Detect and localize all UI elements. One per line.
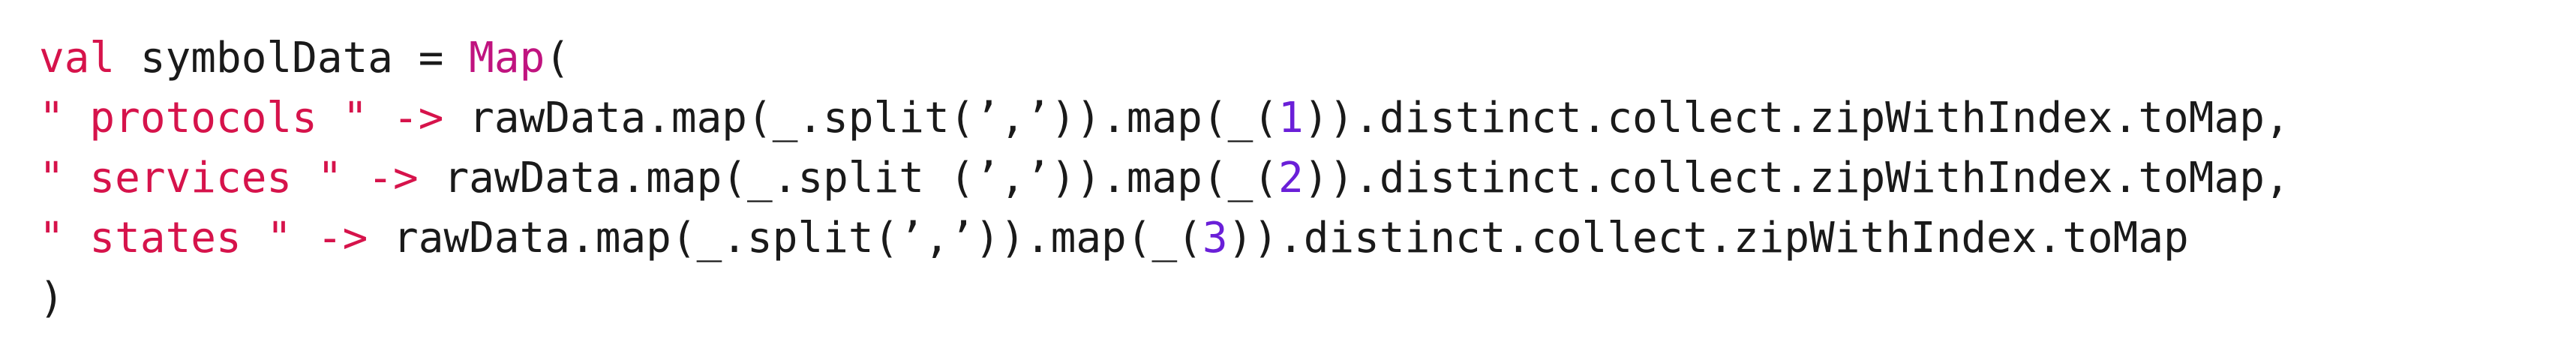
code-line-1: val symbolData = Map( (39, 28, 2576, 88)
arrow-operator: -> (368, 94, 470, 142)
close-paren: ) (39, 274, 65, 322)
code-line-4: " states " -> rawData.map(_.split(’,’)).… (39, 208, 2576, 268)
expression-prefix: rawData.map(_.split(’,’)).map(_( (393, 214, 1202, 262)
expression-prefix: rawData.map(_.split (’,’)).map(_( (443, 154, 1279, 202)
arrow-operator: -> (292, 214, 394, 262)
expression-suffix: )).distinct.collect.zipWithIndex.toMap, (1303, 94, 2290, 142)
code-line-5: ) (39, 268, 2576, 328)
string-services: " services " (39, 154, 343, 202)
expression-prefix: rawData.map(_.split(’,’)).map(_( (469, 94, 1279, 142)
code-line-3: " services " -> rawData.map(_.split (’,’… (39, 148, 2576, 208)
code-line-2: " protocols " -> rawData.map(_.split(’,’… (39, 88, 2576, 148)
number-literal: 2 (1278, 154, 1304, 202)
expression-suffix: )).distinct.collect.zipWithIndex.toMap, (1303, 154, 2290, 202)
expression-suffix: )).distinct.collect.zipWithIndex.toMap (1227, 214, 2189, 262)
type-map: Map (469, 34, 545, 82)
number-literal: 3 (1202, 214, 1228, 262)
open-paren: ( (545, 34, 571, 82)
keyword-val: val (39, 34, 116, 82)
string-states: " states " (39, 214, 293, 262)
number-literal: 1 (1278, 94, 1304, 142)
identifier-symboldata: symbolData = (115, 34, 470, 82)
arrow-operator: -> (342, 154, 444, 202)
string-protocols: " protocols " (39, 94, 368, 142)
